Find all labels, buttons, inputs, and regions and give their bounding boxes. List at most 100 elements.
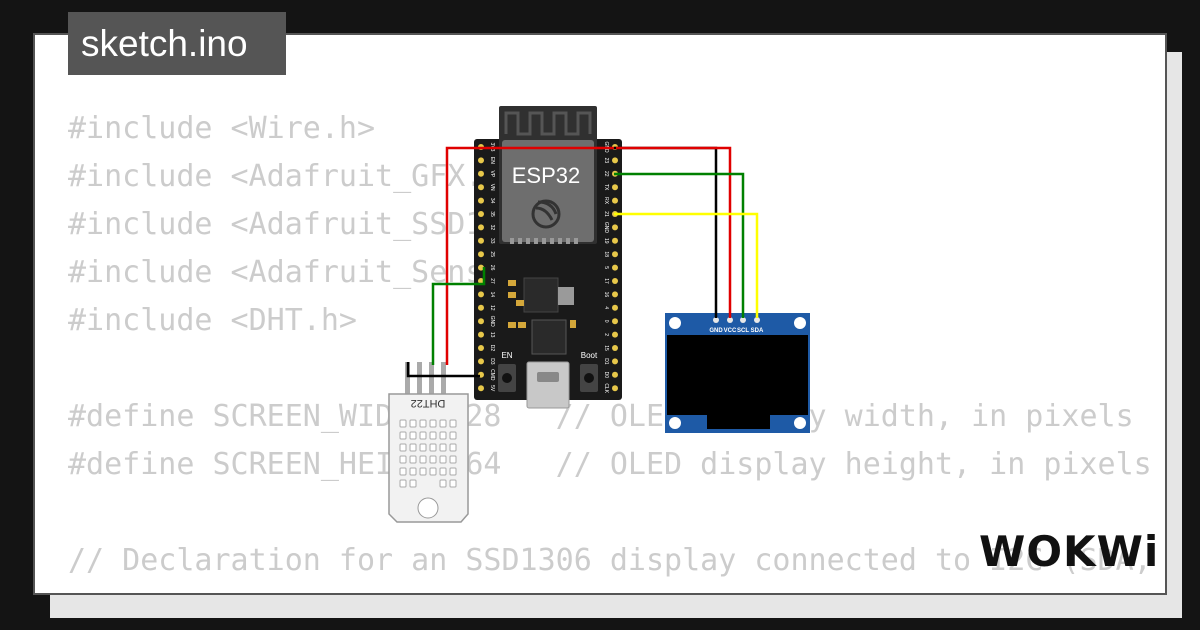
code-line: #include <DHT.h> (68, 303, 357, 338)
vent-slot (419, 419, 427, 428)
pin-header (612, 358, 618, 365)
vent-slot (419, 431, 427, 440)
pin-label: 16 (603, 292, 609, 298)
vent-slot (429, 443, 437, 452)
vent-slot (409, 455, 417, 464)
pin-header (478, 264, 484, 271)
pin-header (612, 237, 618, 244)
pin-label: 18 (603, 251, 609, 257)
pin-label: CLK (603, 383, 609, 393)
pin-header (612, 157, 618, 164)
pin-header (612, 184, 618, 191)
vent-slot (439, 443, 447, 452)
pin-label: GND (603, 222, 609, 234)
vent-slot (409, 467, 417, 476)
pin-header (612, 304, 618, 311)
pin-header (754, 317, 760, 323)
vent-slot (439, 467, 447, 476)
boot-button-cap (584, 373, 594, 383)
pin-label: 33 (489, 238, 495, 244)
pin-label: 27 (489, 278, 495, 284)
mount-hole (794, 317, 806, 329)
code-line: // Declaration for an SSD1306 display co… (68, 543, 1152, 578)
usb-port (537, 372, 559, 382)
pin-header (478, 237, 484, 244)
pin-header (478, 184, 484, 191)
vent-slot (419, 443, 427, 452)
mount-hole (669, 317, 681, 329)
pin-label: D0 (603, 372, 609, 379)
vent-slot (399, 479, 407, 488)
vent-slot (439, 479, 447, 488)
pin-header (612, 345, 618, 351)
dht22-label: DHT22 (411, 397, 446, 409)
pin-header (612, 224, 618, 231)
mount-hole (794, 417, 806, 429)
pin-header (612, 291, 618, 298)
esp32-left-pins: 3V3ENVPVN343532332526271412GND13D2D3CMD5… (478, 143, 495, 392)
module-shield (502, 140, 594, 242)
pin-header (612, 318, 618, 325)
vent-slot (399, 467, 407, 476)
pin-header (478, 345, 484, 351)
pin-header (478, 278, 484, 284)
file-tab[interactable]: sketch.ino (68, 12, 286, 75)
wire-oled-sda (614, 212, 759, 318)
vent-slot (429, 431, 437, 440)
vent-slot (399, 419, 407, 428)
vent-slot (409, 431, 417, 440)
vent-slot (439, 455, 447, 464)
pin-header (478, 211, 484, 217)
vent-slot (409, 419, 417, 428)
vent-slot (419, 467, 427, 476)
vent-slot (399, 455, 407, 464)
wire-oled-scl (614, 172, 745, 318)
pin-label: GND (489, 316, 495, 328)
vent-slot (449, 443, 457, 452)
vent-slot (399, 443, 407, 452)
dht22-hole (417, 497, 439, 519)
pin-header (478, 291, 484, 298)
usb-connector (526, 361, 570, 409)
pin-header (612, 385, 618, 392)
wire-dht-gnd (406, 362, 480, 378)
dht22-sensor[interactable]: DHT22 (388, 362, 469, 523)
esp32-board[interactable]: ESP32 EN Boot 3V3ENVPVN34353233252627141… (474, 106, 622, 409)
pin-label: 12 (489, 305, 495, 311)
vent-slot (409, 443, 417, 452)
code-line: #include <Wire.h> (68, 111, 376, 146)
pin-header (478, 197, 484, 204)
en-label: EN (501, 351, 512, 360)
regulator-chip (523, 277, 559, 313)
pin-label: SCL (737, 328, 749, 334)
pin-label: 32 (489, 225, 495, 231)
pin-label: 17 (603, 278, 609, 284)
pin-header (740, 317, 746, 323)
wires (406, 146, 759, 378)
module-contacts (510, 238, 578, 244)
pin-label: GND (709, 328, 723, 334)
oled-ribbon (707, 415, 770, 429)
pin-header (478, 331, 484, 338)
pin-label: VP (489, 170, 495, 177)
pin-header (478, 157, 484, 164)
boot-label: Boot (581, 351, 598, 360)
vent-slot (449, 467, 457, 476)
pin-label: 0 (603, 320, 609, 323)
pin-header (478, 358, 484, 365)
pin-label: 34 (489, 198, 495, 204)
pin-label: TX (603, 184, 609, 191)
pin-header (612, 264, 618, 271)
pin-header (612, 251, 618, 258)
vent-slot (419, 455, 427, 464)
pin-label: 25 (489, 251, 495, 257)
vent-slot (449, 479, 457, 488)
pin-label: 5V (489, 385, 495, 392)
code-line: Adafruit_SSD1306 display(SCREEN_WIDTH, S… (68, 585, 1165, 593)
pin-header (478, 385, 484, 392)
vent-slot (439, 431, 447, 440)
wire-oled-vcc (616, 146, 732, 318)
